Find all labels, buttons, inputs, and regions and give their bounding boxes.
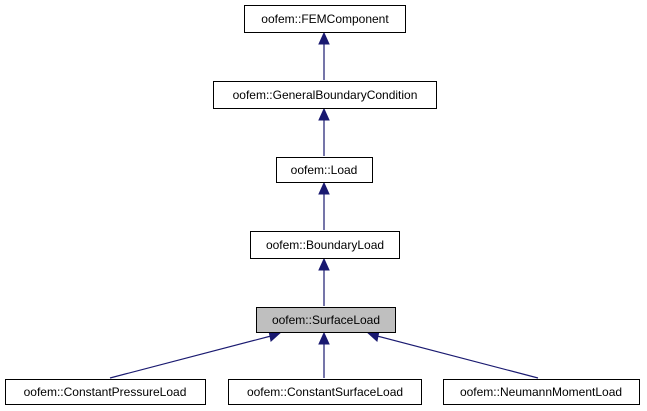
edge-constant-surface-load-to-surface-load: [318, 331, 330, 378]
class-label-load: oofem::Load: [291, 163, 358, 177]
class-node-constant-pressure-load[interactable]: oofem::ConstantPressureLoad: [5, 379, 206, 405]
class-label-boundary-load: oofem::BoundaryLoad: [266, 238, 384, 252]
edge-boundary-load-to-load: [318, 181, 330, 230]
class-label-general-boundary-condition: oofem::GeneralBoundaryCondition: [233, 88, 418, 102]
class-node-boundary-load[interactable]: oofem::BoundaryLoad: [250, 231, 400, 259]
class-label-fem-component: oofem::FEMComponent: [261, 12, 389, 26]
class-node-load[interactable]: oofem::Load: [276, 157, 373, 183]
edges: [109, 31, 539, 379]
class-node-general-boundary-condition[interactable]: oofem::GeneralBoundaryCondition: [213, 81, 437, 109]
edge-load-to-general-boundary-condition: [318, 107, 330, 156]
edge-surface-load-to-boundary-load: [318, 257, 330, 306]
class-node-fem-component[interactable]: oofem::FEMComponent: [244, 5, 406, 33]
class-label-neumann-moment-load: oofem::NeumannMomentLoad: [460, 385, 622, 399]
class-label-constant-surface-load: oofem::ConstantSurfaceLoad: [247, 385, 403, 399]
edge-general-boundary-condition-to-fem-component: [318, 31, 330, 80]
edge-constant-pressure-load-to-surface-load: [109, 330, 283, 379]
class-node-surface-load-current: oofem::SurfaceLoad: [256, 307, 396, 333]
class-node-constant-surface-load[interactable]: oofem::ConstantSurfaceLoad: [228, 379, 422, 405]
class-node-neumann-moment-load[interactable]: oofem::NeumannMomentLoad: [443, 379, 640, 405]
edge-neumann-moment-load-to-surface-load: [365, 330, 539, 379]
class-label-constant-pressure-load: oofem::ConstantPressureLoad: [24, 385, 187, 399]
class-label-surface-load: oofem::SurfaceLoad: [272, 313, 380, 327]
